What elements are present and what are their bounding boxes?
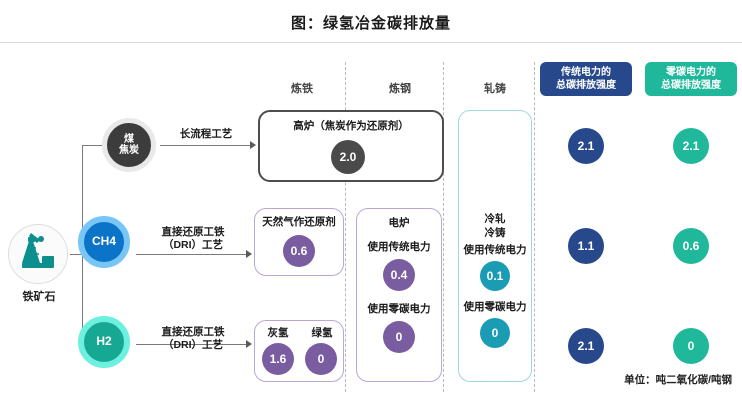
arrow-line-ch4: [136, 254, 248, 255]
badge-zerocarbon-line2: 总碳排放强度: [661, 80, 721, 91]
value-electric-furnace-conventional: 0.4: [383, 259, 415, 291]
total-conventional-row1: 2.1: [568, 128, 604, 164]
arrow-head-coal: [250, 141, 256, 149]
box-natural-gas-title: 天然气作还原剂: [262, 216, 336, 228]
total-zerocarbon-row1: 2.1: [673, 128, 709, 164]
rolling-row1-title: 使用传统电力: [463, 244, 527, 256]
box-electric-furnace-title: 电炉: [388, 217, 410, 229]
title-divider: [0, 42, 742, 43]
node-coal-coke: 煤 焦炭: [102, 118, 156, 172]
node-ch4: CH4: [78, 216, 130, 268]
process-label-dri-h2-line1: 直接还原工铁: [161, 326, 225, 338]
column-header-steelmaking: 炼钢: [389, 83, 411, 95]
total-conventional-row3: 2.1: [568, 328, 604, 364]
arrow-head-ch4: [246, 250, 252, 258]
process-label-dri-h2-line2: （DRI）工艺: [162, 339, 224, 352]
node-h2: H2: [78, 316, 130, 368]
electric-furnace-row2-title: 使用零碳电力: [367, 303, 431, 315]
source-iron-ore: 铁矿石: [8, 224, 70, 303]
box-rolling-casting: 冷轧 冷铸 使用传统电力 0.1 使用零碳电力 0: [458, 110, 532, 382]
node-coal-line1: 煤: [124, 133, 134, 145]
process-label-dri-ch4-line1: 直接还原工铁: [161, 226, 225, 238]
arrow-head-h2: [246, 340, 252, 348]
column-header-ironmaking: 炼铁: [291, 83, 313, 95]
box-natural-gas: 天然气作还原剂 0.6: [254, 208, 344, 276]
electric-furnace-row1-title: 使用传统电力: [367, 241, 431, 253]
process-label-dri-h2: 直接还原工铁 （DRI）工艺: [140, 326, 246, 352]
value-gray-hydrogen: 1.6: [262, 343, 294, 375]
source-label: 铁矿石: [22, 291, 56, 303]
unit-note: 单位：吨二氧化碳/吨钢: [624, 374, 732, 386]
box-blast-furnace: 高炉（焦炭作为还原剂） 2.0: [258, 110, 444, 182]
box-green-hydrogen-title: 绿氢: [311, 327, 333, 339]
badge-zerocarbon-power: 零碳电力的 总碳排放强度: [645, 62, 737, 96]
box-rolling-title-line2: 冷铸: [484, 227, 506, 239]
badge-zerocarbon-line1: 零碳电力的: [666, 67, 716, 78]
value-natural-gas: 0.6: [283, 235, 315, 267]
badge-conventional-power: 传统电力的 总碳排放强度: [540, 62, 632, 96]
box-rolling-title-line1: 冷轧: [484, 213, 506, 225]
total-zerocarbon-row2: 0.6: [673, 228, 709, 264]
badge-conventional-line2: 总碳排放强度: [556, 80, 616, 91]
value-electric-furnace-zerocarbon: 0: [383, 321, 415, 353]
process-label-dri-ch4: 直接还原工铁 （DRI）工艺: [140, 226, 246, 252]
process-label-dri-ch4-line2: （DRI）工艺: [162, 239, 224, 252]
connector-trunk-coal: [82, 145, 108, 146]
total-zerocarbon-row3: 0: [673, 328, 709, 364]
node-coal-line2: 焦炭: [119, 145, 139, 156]
separator-ironmaking-steelmaking: [345, 62, 346, 392]
rolling-row2-title: 使用零碳电力: [463, 301, 527, 313]
column-header-rolling: 轧铸: [484, 83, 506, 95]
value-green-hydrogen: 0: [305, 343, 337, 375]
separator-steelmaking-rolling: [443, 62, 444, 392]
badge-conventional-line1: 传统电力的: [561, 67, 611, 78]
box-blast-furnace-title: 高炉（焦炭作为还原剂）: [293, 120, 409, 132]
box-gray-hydrogen-title: 灰氢: [267, 327, 289, 339]
page-title: 图：绿氢冶金碳排放量: [290, 15, 451, 32]
arrow-line-h2: [136, 344, 248, 345]
value-rolling-conventional: 0.1: [480, 261, 510, 291]
process-label-long-route: 长流程工艺: [179, 128, 233, 140]
box-hydrogen: 灰氢 绿氢 1.6 0: [254, 320, 344, 382]
oil-derrick-icon: [8, 224, 68, 284]
value-rolling-zerocarbon: 0: [480, 318, 510, 348]
box-electric-furnace: 电炉 使用传统电力 0.4 使用零碳电力 0: [356, 208, 442, 382]
separator-rolling-totals: [534, 62, 535, 392]
total-conventional-row2: 1.1: [568, 228, 604, 264]
arrow-line-coal: [160, 145, 252, 146]
value-blast-furnace: 2.0: [331, 140, 365, 174]
